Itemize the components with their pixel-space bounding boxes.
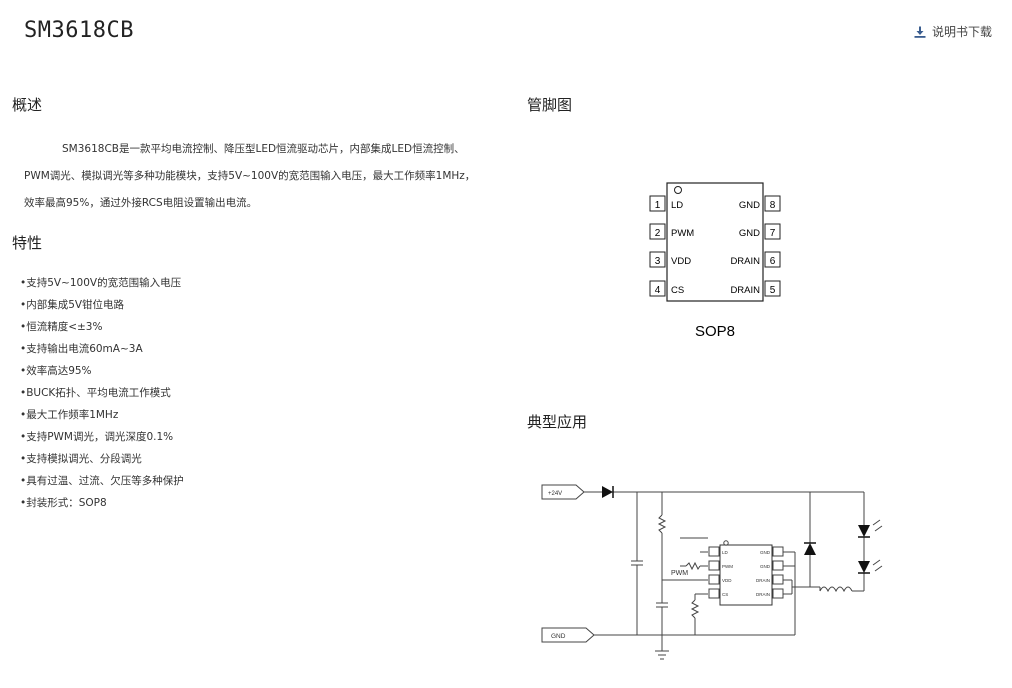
product-title: SM3618CB [24, 18, 134, 43]
list-item: •恒流精度<±3% [20, 321, 103, 333]
application-heading: 典型应用 [527, 413, 588, 431]
list-item: •具有过温、过流、欠压等多种保护 [20, 475, 184, 487]
svg-text:CS: CS [722, 592, 728, 597]
manual-download-link[interactable]: 说明书下载 [914, 23, 992, 40]
gnd-terminal [541, 627, 595, 643]
list-item: •支持输出电流60mA~3A [20, 343, 143, 355]
pin-label: DRAIN [730, 285, 760, 296]
pin-number: 5 [770, 285, 776, 296]
list-item: •最大工作频率1MHz [20, 409, 119, 421]
overview-text: SM3618CB是一款平均电流控制、降压型LED恒流驱动芯片，内部集成LED恒流… [24, 143, 476, 209]
pin-label: GND [739, 228, 760, 239]
list-item: •支持5V~100V的宽范围输入电压 [20, 277, 182, 289]
list-item: •支持模拟调光、分段调光 [20, 453, 142, 465]
list-item: •效率高达95% [20, 365, 92, 377]
pin1-marker [674, 186, 682, 194]
pin-number: 7 [770, 228, 776, 239]
gnd-label: GND [551, 633, 566, 640]
svg-text:VDD: VDD [722, 578, 732, 583]
download-icon [914, 26, 926, 38]
feature-list: •支持5V~100V的宽范围输入电压 •内部集成5V钳位电路 •恒流精度<±3%… [20, 272, 184, 514]
input-terminal [541, 484, 585, 500]
list-item: •支持PWM调光，调光深度0.1% [20, 431, 174, 443]
application-circuit: +24V GND PWM LD PWM VDD CS GND GND DRAIN… [541, 484, 883, 660]
input-diode [602, 486, 613, 498]
svg-text:GND: GND [760, 564, 771, 569]
svg-text:LD: LD [722, 550, 729, 555]
pin-number: 4 [655, 285, 661, 296]
download-label: 说明书下载 [931, 25, 992, 39]
svg-text:DRAIN: DRAIN [756, 592, 770, 597]
features-heading: 特性 [12, 234, 43, 252]
svg-text:PWM: PWM [722, 564, 733, 569]
led-1 [858, 525, 870, 537]
pin-number: 1 [655, 200, 661, 211]
pin-label: GND [739, 200, 760, 211]
led-2 [858, 561, 870, 573]
list-item: •BUCK拓扑、平均电流工作模式 [20, 387, 171, 399]
ic-body [666, 182, 764, 302]
svg-text:DRAIN: DRAIN [756, 578, 770, 583]
pin-label: VDD [671, 256, 691, 267]
pin-number: 6 [770, 256, 776, 267]
list-item: •封装形式：SOP8 [20, 497, 107, 509]
pinout-heading: 管脚图 [527, 96, 573, 114]
pin-number: 3 [655, 256, 661, 267]
pin-number: 8 [770, 200, 776, 211]
package-label: SOP8 [695, 323, 735, 340]
svg-text:GND: GND [760, 550, 771, 555]
pin-number: 2 [655, 228, 661, 239]
pin-label: LD [671, 200, 683, 211]
overview-heading: 概述 [12, 96, 43, 114]
pin-label: CS [671, 285, 684, 296]
input-label: +24V [548, 491, 562, 497]
pin-label: DRAIN [730, 256, 760, 267]
pwm-label: PWM [671, 570, 688, 577]
list-item: •内部集成5V钳位电路 [20, 299, 125, 311]
pin-label: PWM [671, 228, 694, 239]
pinout-diagram: 1 2 3 4 LD PWM VDD CS 8 7 6 5 GND GND DR… [649, 182, 781, 340]
freewheel-diode [804, 543, 816, 555]
